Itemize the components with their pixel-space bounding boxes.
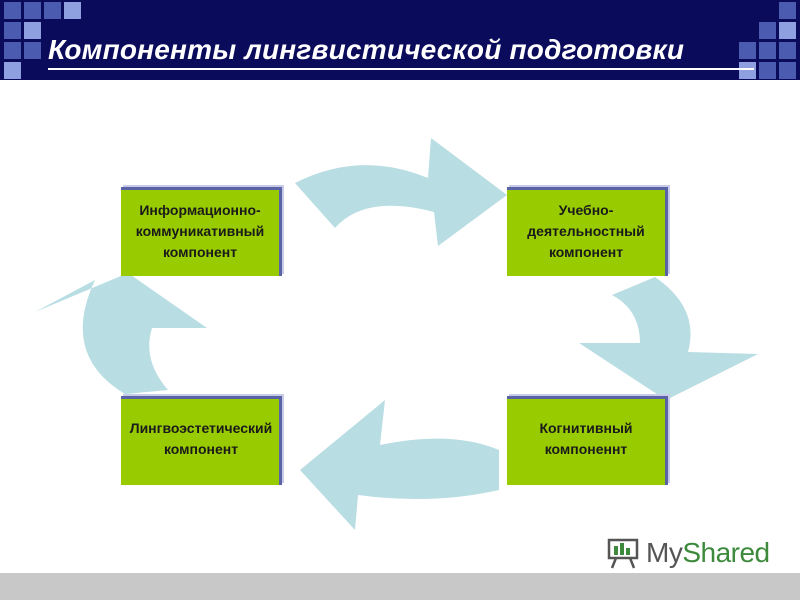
arrow-top (295, 138, 507, 246)
myshared-logo: MyShared (606, 535, 770, 571)
component-label-ling: Лингвоэстетический компонент (129, 420, 273, 457)
arrow-right (579, 277, 758, 400)
component-box-info (121, 187, 282, 276)
component-box-cog (507, 396, 668, 485)
arrow-bottom (300, 400, 499, 530)
component-box-edu (507, 187, 668, 276)
component-label-edu: Учебно- деятельностный компонент (527, 202, 645, 260)
footer-bar (0, 573, 800, 600)
logo-text: MyShared (646, 537, 770, 568)
header-band: Компоненты лингвистической подготовки (0, 0, 800, 80)
presentation-board-icon (607, 538, 639, 569)
arrow-left (35, 273, 207, 394)
component-box-ling (121, 396, 282, 485)
component-label-info: Информационно- коммуникативный компонент (135, 202, 265, 260)
page-title: Компоненты лингвистической подготовки (48, 34, 754, 70)
component-label-cog: Когнитивный компоненнт (539, 420, 633, 457)
